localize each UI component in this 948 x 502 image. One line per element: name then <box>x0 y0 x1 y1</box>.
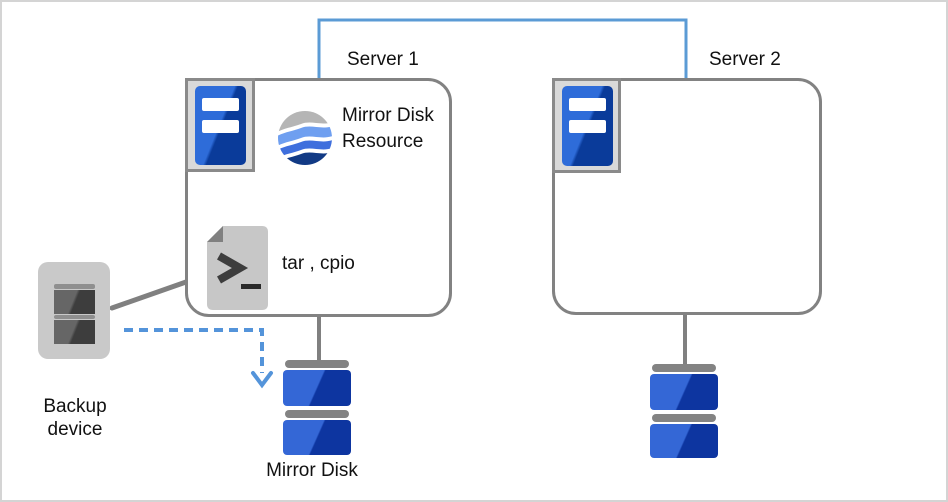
backup-slot-bar <box>54 315 95 319</box>
server-tower-icon <box>195 86 246 165</box>
server1-tower-icon <box>185 78 255 172</box>
mirror-disk-label: Mirror Disk <box>266 460 358 481</box>
tower-slot-bar <box>202 98 239 111</box>
server2-box <box>552 78 822 315</box>
disk-platter <box>650 424 718 458</box>
disk-cap <box>652 414 716 422</box>
backup-device-icon <box>38 262 110 359</box>
server1-label: Server 1 <box>347 49 419 70</box>
shell-script-icon <box>207 226 268 310</box>
tower-slot-bar <box>202 120 239 133</box>
backup-to-disk-dashed-arrow <box>124 328 264 373</box>
disk-platter <box>283 370 351 406</box>
disk-platter <box>650 374 718 410</box>
tar-cpio-label: tar , cpio <box>282 253 355 274</box>
backup-to-server1-line <box>109 279 189 311</box>
mirror-disk-resource-label: Mirror Disk Resource <box>342 105 434 152</box>
disk-cap <box>285 360 349 368</box>
server2-tower-icon <box>552 78 621 173</box>
backup-slot-bar <box>54 284 95 289</box>
disk-cap <box>285 410 349 418</box>
server2-label: Server 2 <box>709 49 781 70</box>
backup-slot <box>54 290 95 314</box>
dashed-arrowhead <box>251 371 273 389</box>
wave-sphere-icon <box>278 111 332 165</box>
backup-slot <box>54 320 95 344</box>
tower-slot-bar <box>569 98 606 111</box>
backup-device-label: Backup device <box>43 396 107 440</box>
tower-slot-bar <box>569 120 606 133</box>
disk-platter <box>283 420 351 455</box>
server-tower-icon <box>562 86 613 166</box>
disk-cap <box>652 364 716 372</box>
